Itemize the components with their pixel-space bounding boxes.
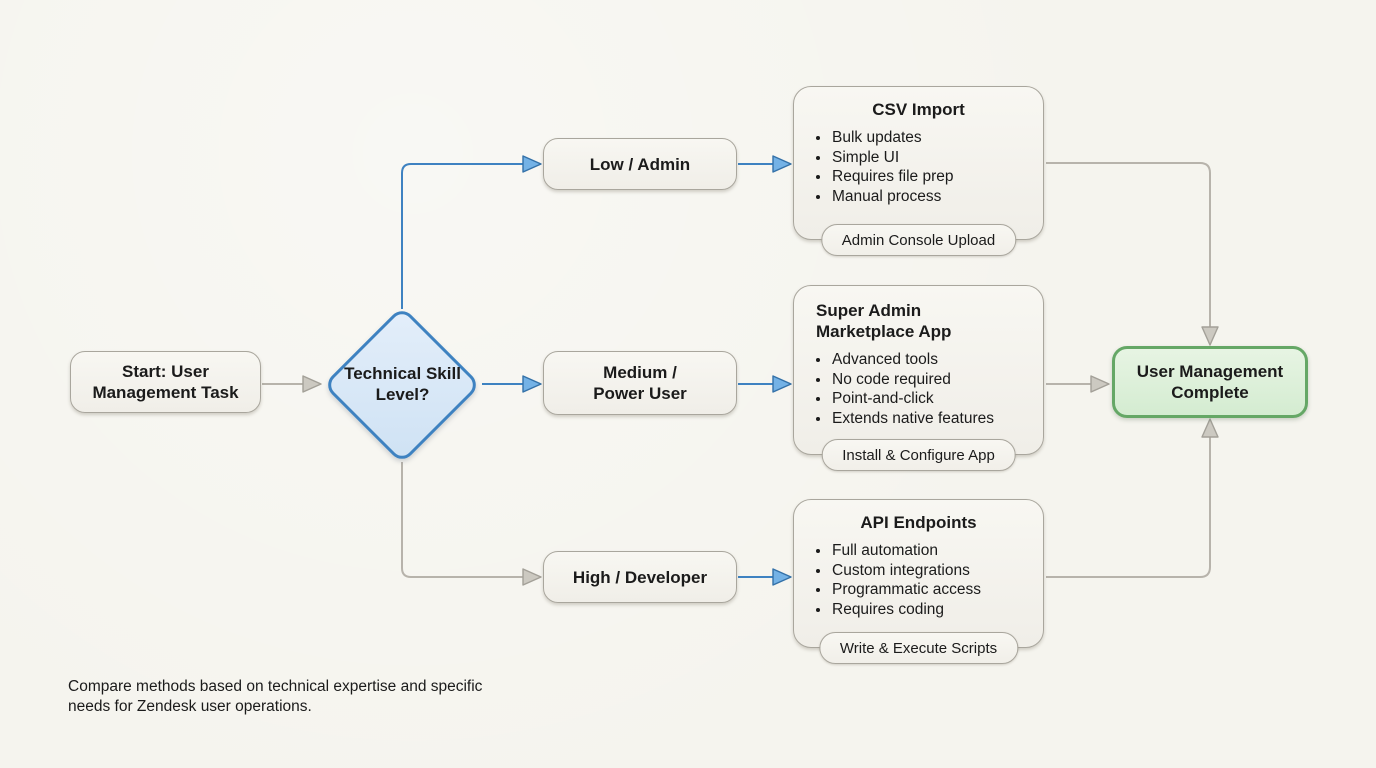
arrowhead: [1090, 375, 1110, 393]
arrowhead: [772, 155, 792, 173]
arrowhead: [772, 568, 792, 586]
method-bullets: Advanced tools No code required Point-an…: [794, 350, 1043, 428]
method-title: CSV Import: [872, 100, 965, 119]
connector-decision-to-low: [401, 155, 542, 309]
method-card-marketplace-app: Super Admin Marketplace App Advanced too…: [793, 285, 1044, 471]
arrowhead: [1201, 326, 1219, 346]
arrowhead: [522, 568, 542, 586]
connector-app-to-end: [1046, 375, 1110, 393]
bullet-item: No code required: [831, 370, 1043, 390]
bullet-item: Advanced tools: [831, 350, 1043, 370]
method-action-pill: Admin Console Upload: [820, 224, 1017, 256]
method-title: API Endpoints: [860, 513, 977, 532]
bullet-item: Bulk updates: [831, 128, 1043, 148]
arrowhead: [1201, 418, 1219, 438]
arrowhead: [522, 155, 542, 173]
diagram-caption: Compare methods based on technical exper…: [68, 678, 483, 715]
bullet-item: Programmatic access: [831, 580, 1043, 600]
branch-node-medium-power-user: Medium / Power User: [543, 351, 737, 415]
bullet-item: Requires coding: [831, 600, 1043, 620]
branch-node-high-developer: High / Developer: [543, 551, 737, 603]
connector-csv-to-end: [1046, 162, 1219, 346]
end-node: User Management Complete: [1112, 346, 1308, 418]
connector-medium-to-app: [738, 375, 792, 393]
connector-api-to-end: [1046, 418, 1219, 578]
bullet-item: Custom integrations: [831, 561, 1043, 581]
end-node-label: User Management Complete: [1136, 362, 1284, 402]
branch-node-low-admin: Low / Admin: [543, 138, 737, 190]
arrowhead: [522, 375, 542, 393]
connector-low-to-csv: [738, 155, 792, 173]
bullet-item: Full automation: [831, 541, 1043, 561]
method-card-api-endpoints: API Endpoints Full automation Custom int…: [793, 499, 1044, 664]
connector-decision-to-medium: [482, 375, 542, 393]
connector-start-to-decision: [262, 375, 322, 393]
connector-high-to-api: [738, 568, 792, 586]
start-node-label: Start: User Management Task: [92, 362, 239, 402]
connector-decision-to-high: [401, 462, 542, 586]
bullet-item: Point-and-click: [831, 389, 1043, 409]
method-action-pill: Write & Execute Scripts: [818, 632, 1019, 664]
method-bullets: Bulk updates Simple UI Requires file pre…: [794, 128, 1043, 206]
bullet-item: Requires file prep: [831, 167, 1043, 187]
branch-label: High / Developer: [572, 567, 708, 587]
arrowhead: [302, 375, 322, 393]
bullet-item: Manual process: [831, 187, 1043, 207]
start-node: Start: User Management Task: [70, 351, 261, 413]
method-action-pill: Install & Configure App: [821, 439, 1016, 471]
branch-label: Medium / Power User: [593, 363, 687, 403]
method-bullets: Full automation Custom integrations Prog…: [794, 541, 1043, 619]
method-title: Super Admin Marketplace App: [816, 301, 952, 341]
bullet-item: Extends native features: [831, 409, 1043, 429]
arrowhead: [772, 375, 792, 393]
decision-label: Technical Skill Level?: [344, 364, 461, 404]
branch-label: Low / Admin: [589, 154, 691, 174]
bullet-item: Simple UI: [831, 148, 1043, 168]
method-card-csv-import: CSV Import Bulk updates Simple UI Requir…: [793, 86, 1044, 256]
